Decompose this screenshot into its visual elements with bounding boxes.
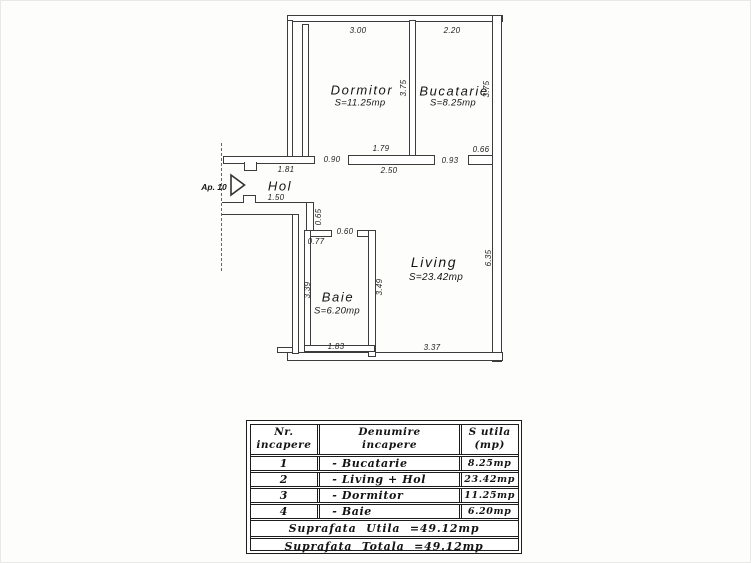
- row-nr: 2: [279, 472, 288, 486]
- wall-left-upper: [287, 20, 293, 158]
- hol-bottom-wall-notch: [243, 195, 256, 203]
- dim-baie-door: 0.60: [336, 227, 354, 236]
- row-name: - Bucatarie: [317, 456, 459, 470]
- room-area-living: S=23.42mp: [408, 272, 464, 283]
- row-area: 8.25mp: [458, 456, 518, 470]
- table-footer-utila: Suprafata Utila =49.12mp: [250, 517, 518, 537]
- dim-baie-living-wall: 3.49: [375, 278, 384, 296]
- room-area-dormitor: S=11.25mp: [334, 97, 386, 109]
- room-label-baie: Baie: [321, 289, 355, 305]
- row-nr: 4: [279, 504, 288, 518]
- header-s-utila-line2: (mp): [474, 439, 505, 451]
- wall-bottom-exterior: [287, 352, 503, 361]
- dim-wall-179: 1.79: [372, 144, 390, 153]
- dim-living-height: 6.35: [484, 249, 493, 267]
- table-row: 1 - Bucatarie 8.25mp: [250, 453, 518, 470]
- hol-bottom-wall-lower-line: [222, 214, 299, 216]
- dim-wall-066: 0.66: [472, 145, 490, 154]
- table-row: 4 - Baie 6.20mp: [250, 501, 518, 518]
- dim-wall-065: 0.65: [314, 208, 323, 226]
- row-name: - Dormitor: [317, 488, 459, 502]
- header-denumire: Denumire incapere: [317, 424, 459, 454]
- room-label-hol: Hol: [267, 178, 293, 194]
- header-s-utila: S utila (mp): [458, 424, 518, 454]
- row-name: - Living + Hol: [317, 472, 459, 486]
- wall-top-exterior: [287, 15, 503, 22]
- wall-dormitor-left: [302, 24, 309, 158]
- row-area: 11.25mp: [458, 488, 518, 502]
- room-label-living: Living: [410, 254, 458, 270]
- wall-066: [468, 155, 493, 165]
- room-label-dormitor: Dormitor: [330, 82, 394, 98]
- wall-hol-top: [223, 156, 315, 164]
- dim-dormitor-height: 3.75: [399, 79, 408, 97]
- area-table: Nr. incapere Denumire incapere S utila (…: [246, 420, 522, 554]
- room-label-bucatarie: Bucatarie: [419, 83, 489, 99]
- wall-250: [348, 155, 435, 165]
- wall-dormitor-bucatarie: [409, 20, 416, 156]
- header-denumire-line1: Denumire: [358, 425, 421, 438]
- wall-left-bottom-stub: [277, 347, 293, 353]
- wall-right-exterior: [492, 15, 502, 362]
- hol-bottom-wall-upper-line: [222, 202, 311, 204]
- apartment-number-label: Ap. 10: [201, 181, 227, 192]
- header-nr-line1: Nr.: [274, 425, 294, 438]
- entrance-door-arrow-icon: [230, 173, 246, 197]
- dim-hol-top-wall: 1.81: [277, 165, 295, 174]
- table-row: 2 - Living + Hol 23.42mp: [250, 469, 518, 486]
- dim-bucatarie-height: 3.75: [482, 80, 491, 98]
- dim-wall-250: 2.50: [380, 166, 398, 175]
- wall-baie-living: [368, 230, 376, 357]
- row-area: 23.42mp: [458, 472, 518, 486]
- hol-top-wall-notch: [244, 162, 257, 171]
- row-nr: 3: [279, 488, 288, 502]
- dim-baie-top-wall: 0.77: [307, 237, 325, 246]
- row-area: 6.20mp: [458, 504, 518, 518]
- row-name: - Baie: [317, 504, 459, 518]
- dim-bucatarie-door: 0.93: [441, 156, 459, 165]
- table-header-row: Nr. incapere Denumire incapere S utila (…: [251, 424, 518, 454]
- area-table-inner: Nr. incapere Denumire incapere S utila (…: [249, 423, 519, 553]
- dim-dormitor-width: 3.00: [349, 26, 367, 35]
- property-dashed-line: [221, 143, 222, 271]
- room-area-baie: S=6.20mp: [314, 305, 360, 317]
- row-nr: 1: [279, 456, 288, 470]
- header-s-utila-line1: S utila: [468, 425, 511, 438]
- wall-baie-bottom: [304, 345, 375, 352]
- dim-baie-width: 1.83: [327, 342, 345, 351]
- dim-bucatarie-width: 2.20: [443, 26, 461, 35]
- dim-baie-height: 3.39: [303, 281, 312, 299]
- header-nr-line2: incapere: [256, 439, 312, 451]
- room-area-bucatarie: S=8.25mp: [430, 97, 476, 109]
- table-footer-totala: Suprafata Totala =49.12mp: [250, 536, 518, 555]
- header-denumire-line2: incapere: [361, 439, 418, 451]
- table-row: 3 - Dormitor 11.25mp: [250, 485, 518, 502]
- header-nr-incapere: Nr. incapere: [251, 425, 318, 454]
- dim-living-width: 3.37: [423, 343, 441, 352]
- wall-left-lower: [292, 214, 299, 354]
- dim-hol-bottom-wall: 1.50: [267, 193, 285, 202]
- dim-dormitor-door: 0.90: [323, 155, 341, 164]
